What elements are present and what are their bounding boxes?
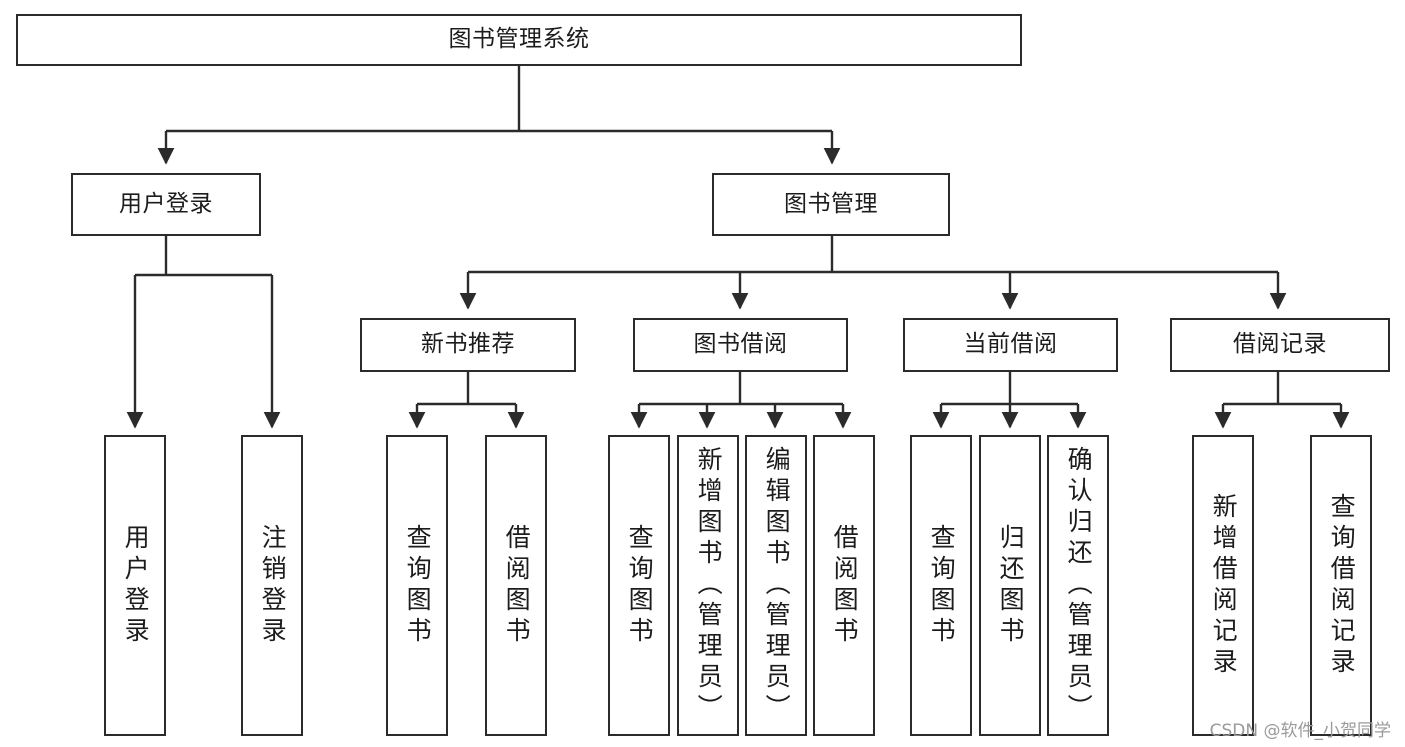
node-new-book-recommend-label: 新书推荐 (421, 331, 515, 358)
node-leaf-borrow-book-1-label: 借阅图书 (502, 523, 532, 648)
node-current-borrow[interactable]: 当前借阅 (903, 318, 1118, 372)
node-book-borrow[interactable]: 图书借阅 (633, 318, 848, 372)
node-leaf-logout-login[interactable]: 注销登录 (241, 435, 303, 736)
node-new-book-recommend[interactable]: 新书推荐 (360, 318, 576, 372)
node-leaf-borrow-book-2[interactable]: 借阅图书 (813, 435, 875, 736)
node-borrow-record-label: 借阅记录 (1233, 331, 1327, 358)
node-user-login-label: 用户登录 (119, 190, 213, 217)
node-leaf-query-book-3-label: 查询图书 (927, 523, 957, 648)
node-leaf-edit-book-label: 编辑图书（管理员） (762, 446, 792, 725)
node-leaf-add-book-label: 新增图书（管理员） (694, 446, 724, 725)
node-book-borrow-label: 图书借阅 (693, 331, 788, 358)
watermark-text: CSDN @软件_小贺同学 (1209, 721, 1391, 741)
node-leaf-query-book-1-label: 查询图书 (403, 523, 433, 648)
node-leaf-query-record[interactable]: 查询借阅记录 (1310, 435, 1372, 736)
node-leaf-query-book-1[interactable]: 查询图书 (386, 435, 448, 736)
node-leaf-borrow-book-2-label: 借阅图书 (830, 523, 860, 648)
node-leaf-query-book-3[interactable]: 查询图书 (910, 435, 972, 736)
node-leaf-return-book-label: 归还图书 (996, 523, 1026, 648)
node-root[interactable]: 图书管理系统 (16, 14, 1022, 66)
node-leaf-add-book[interactable]: 新增图书（管理员） (677, 435, 739, 736)
node-leaf-confirm-return-label: 确认归还（管理员） (1064, 446, 1094, 725)
node-leaf-query-book-2-label: 查询图书 (625, 523, 655, 648)
node-leaf-add-record-label: 新增借阅记录 (1209, 492, 1239, 679)
node-leaf-query-record-label: 查询借阅记录 (1327, 492, 1357, 679)
node-leaf-edit-book[interactable]: 编辑图书（管理员） (745, 435, 807, 736)
node-current-borrow-label: 当前借阅 (963, 331, 1058, 358)
node-leaf-confirm-return[interactable]: 确认归还（管理员） (1047, 435, 1109, 736)
node-leaf-user-login-label: 用户登录 (121, 523, 151, 648)
node-leaf-return-book[interactable]: 归还图书 (979, 435, 1041, 736)
node-book-management-label: 图书管理 (784, 190, 878, 217)
node-user-login[interactable]: 用户登录 (71, 173, 261, 236)
node-borrow-record[interactable]: 借阅记录 (1170, 318, 1390, 372)
node-leaf-query-book-2[interactable]: 查询图书 (608, 435, 670, 736)
node-leaf-logout-login-label: 注销登录 (258, 523, 288, 648)
node-leaf-borrow-book-1[interactable]: 借阅图书 (485, 435, 547, 736)
node-leaf-add-record[interactable]: 新增借阅记录 (1192, 435, 1254, 736)
node-root-label: 图书管理系统 (448, 26, 590, 53)
node-book-management[interactable]: 图书管理 (712, 173, 950, 236)
node-leaf-user-login[interactable]: 用户登录 (104, 435, 166, 736)
